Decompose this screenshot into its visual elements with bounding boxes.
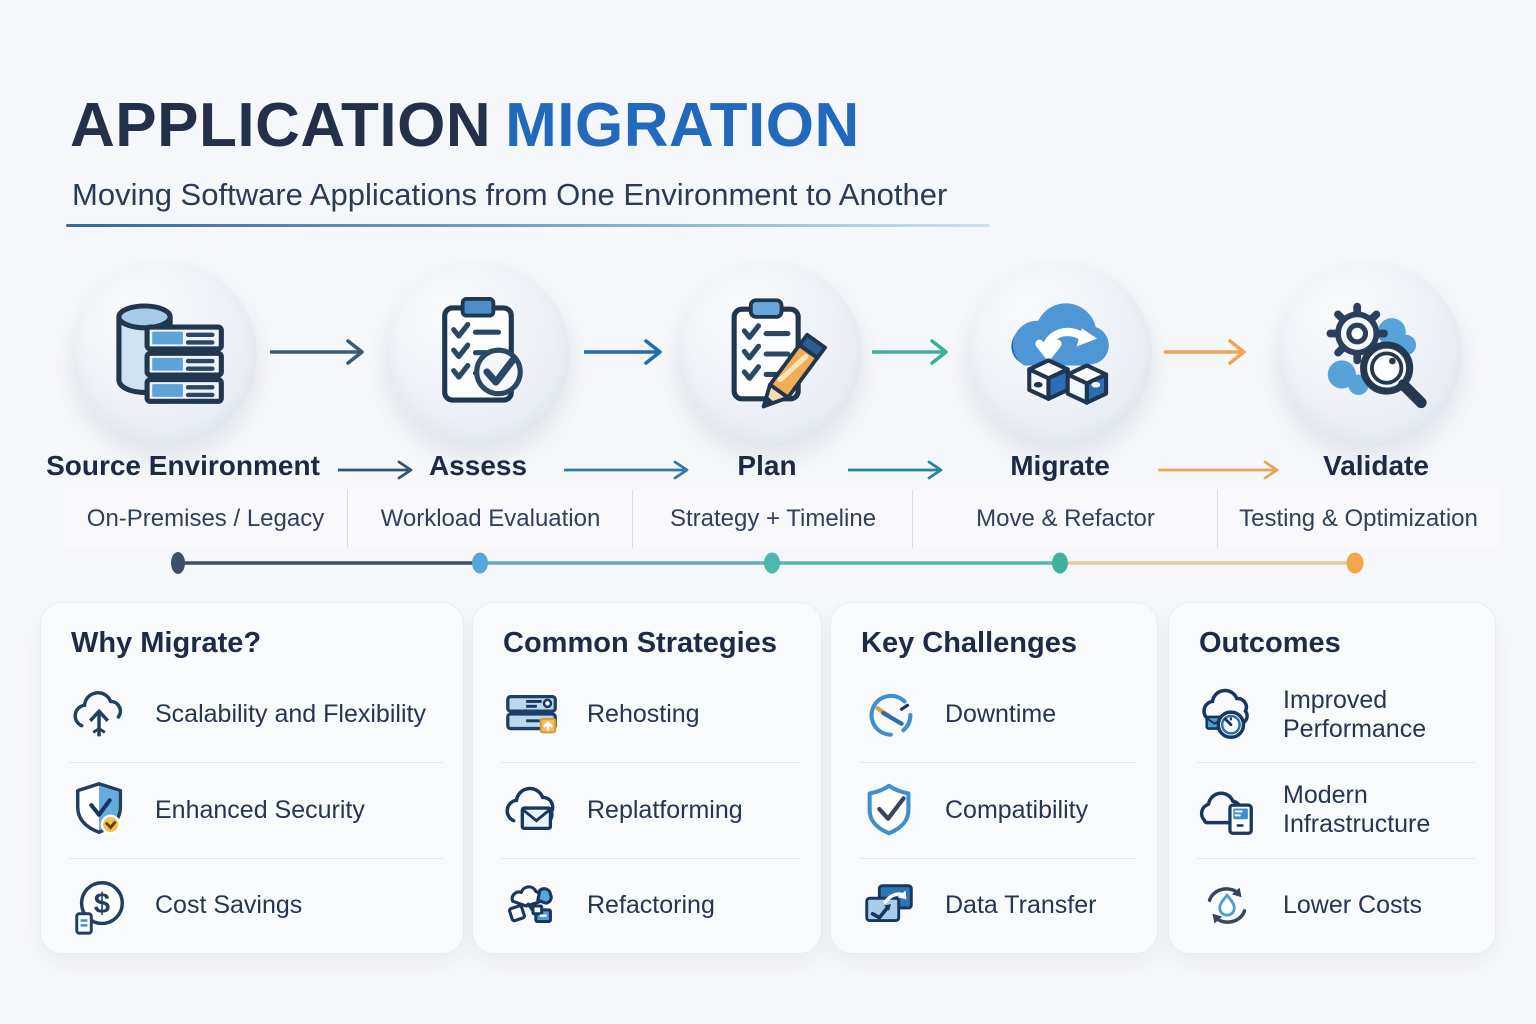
cloud-gauge-icon <box>1197 684 1259 746</box>
shield-check-badge-icon <box>69 779 131 841</box>
item-label: Improved Performance <box>1283 685 1427 744</box>
shield-tick-icon <box>859 779 921 841</box>
list-item: Refactoring <box>501 857 801 953</box>
flow-arrow-icon <box>270 339 364 365</box>
timeline-dot <box>764 552 780 574</box>
step-title-validate: Validate <box>1323 450 1429 481</box>
title-primary: APPLICATION <box>70 90 492 160</box>
item-label: Cost Savings <box>155 891 303 920</box>
item-label: Enhanced Security <box>155 795 365 824</box>
item-label: Compatibility <box>945 795 1089 824</box>
step-subtitle-migrate: Move & Refactor <box>912 490 1218 548</box>
clipboard-pencil-icon <box>731 298 827 409</box>
list-item: Data Transfer <box>859 857 1137 953</box>
step-title-source: Source Environment <box>46 450 320 481</box>
step-subtitle-source: On-Premises / Legacy <box>64 490 347 548</box>
gears-magnifier-icon <box>1326 302 1427 409</box>
panel-outcomes: Outcomes Improved Performance <box>1168 602 1496 954</box>
cloud-up-arrow-icon <box>69 684 131 746</box>
step-title-assess: Assess <box>428 450 528 481</box>
checklist-check-icon <box>442 297 523 403</box>
svg-text:$: $ <box>94 888 110 920</box>
cloud-envelope-icon <box>501 779 563 841</box>
timeline-dot <box>1052 552 1068 574</box>
flow-arrow-icon <box>872 339 948 365</box>
cloud-server-icon <box>1197 779 1259 841</box>
label-arrow-icon <box>564 460 689 480</box>
timeline-dot <box>1346 552 1364 574</box>
label-arrow-icon <box>338 460 413 480</box>
item-label: Downtime <box>945 700 1057 729</box>
panel-key-challenges: Key Challenges Downtime Compatibility <box>830 602 1158 954</box>
panel-why-migrate: Why Migrate? Scalability and Flexibility <box>40 602 464 954</box>
step-circle-assess <box>386 262 570 446</box>
flow-arrow-icon <box>584 339 662 365</box>
step-circle-plan <box>678 262 862 446</box>
panel-title: Common Strategies <box>503 627 777 659</box>
panel-title: Why Migrate? <box>71 627 262 659</box>
database-servers-icon <box>116 303 224 404</box>
step-subtitle-assess: Workload Evaluation <box>347 490 633 548</box>
step-circle-validate <box>1278 262 1462 446</box>
item-label: Scalability and Flexibility <box>155 700 426 729</box>
page-subtitle: Moving Software Applications from One En… <box>72 177 948 212</box>
step-circle-migrate <box>968 262 1152 446</box>
item-label: Data Transfer <box>945 891 1097 920</box>
item-label: Modern Infrastructure <box>1283 780 1431 839</box>
step-title-migrate: Migrate <box>1010 450 1110 481</box>
list-item: Scalability and Flexibility <box>69 668 443 762</box>
step-subtitle-validate: Testing & Optimization <box>1217 490 1499 548</box>
refresh-cycle-icon <box>1197 875 1259 937</box>
list-item: Lower Costs <box>1197 857 1475 953</box>
timeline-dot <box>472 552 488 574</box>
dollar-circle-icon: $ <box>69 875 131 937</box>
panel-title: Outcomes <box>1199 627 1341 659</box>
list-item: Improved Performance <box>1197 668 1475 762</box>
title-accent: MIGRATION <box>505 90 860 160</box>
panel-common-strategies: Common Strategies Rehosting <box>472 602 822 954</box>
item-label: Refactoring <box>587 891 715 920</box>
list-item: Compatibility <box>859 762 1137 857</box>
list-item: Rehosting <box>501 668 801 762</box>
item-label: Replatforming <box>587 795 743 824</box>
screens-transfer-icon <box>859 875 921 937</box>
step-circle-source <box>73 262 257 446</box>
step-title-plan: Plan <box>737 450 797 481</box>
flow-arrow-icon <box>1164 339 1246 365</box>
puzzle-pieces-icon <box>501 875 563 937</box>
list-item: Modern Infrastructure <box>1197 762 1475 857</box>
item-label: Rehosting <box>587 700 700 729</box>
label-arrow-icon <box>848 460 943 480</box>
server-stack-icon <box>501 684 563 746</box>
list-item: $ Cost Savings <box>69 857 443 953</box>
process-timeline <box>171 552 1364 574</box>
timeline-dot <box>171 552 185 574</box>
clock-icon <box>859 684 921 746</box>
label-arrow-icon <box>1158 460 1279 480</box>
header-divider <box>66 224 990 227</box>
list-item: Enhanced Security <box>69 762 443 857</box>
item-label: Lower Costs <box>1283 891 1422 920</box>
step-subtitle-plan: Strategy + Timeline <box>632 490 913 548</box>
list-item: Downtime <box>859 668 1137 762</box>
panel-title: Key Challenges <box>861 627 1077 659</box>
cloud-boxes-icon <box>1011 303 1109 405</box>
list-item: Replatforming <box>501 762 801 857</box>
